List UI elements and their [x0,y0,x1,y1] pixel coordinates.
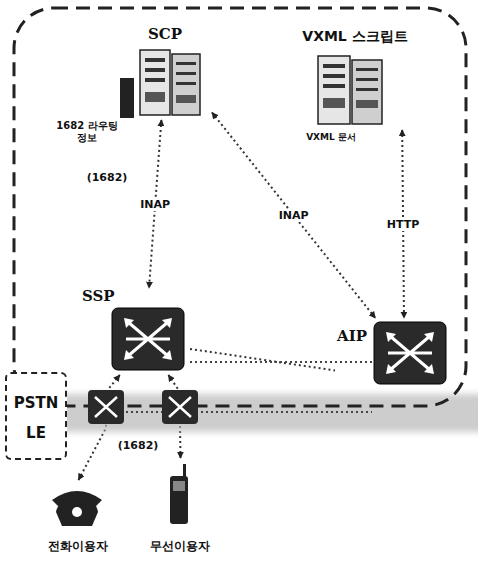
scp-server: SCP [120,26,212,120]
switch-icon [112,308,184,370]
ssp-switch: SSP [82,288,190,375]
server-rack [120,78,134,118]
node-label: SSP [82,288,115,305]
telephone-icon [52,491,102,526]
node-label: 전화이용자 [30,540,125,554]
node-label: SCP [120,26,210,43]
document-label: VXML 문서 [300,132,362,142]
pstn-le-box: PSTN LE [5,372,67,460]
edge-label: INAP [138,198,172,211]
vxml-server: VXML 스크립트 [290,26,422,130]
dotted-connector [79,375,120,480]
routing-info-label: 1682 라우팅 정보 [54,120,120,143]
dotted-connector [212,113,375,319]
switch-icon [162,390,198,424]
number-label: (1682) [114,440,162,453]
gray-band [55,394,478,432]
number-label: (1682) [82,172,132,185]
dotted-link [190,361,374,363]
dotted-connector [190,349,335,371]
switch-icon [374,322,446,384]
node-label: 무선이용자 [132,540,227,554]
aip-switch: AIP [335,318,450,388]
dotted-connector [168,375,180,458]
edge-label: HTTP [385,218,422,231]
edge-label: INAP [277,209,311,222]
mobile-phone-icon [170,464,188,524]
switch-icon [88,390,124,424]
server-icon [140,50,200,115]
server-icon [318,56,382,124]
dotted-link [126,411,372,413]
node-label: PSTN LE [7,388,65,448]
mobile-user: 무선이용자 [132,458,229,560]
network-region [14,8,466,406]
phone-user: 전화이용자 [30,480,127,560]
node-label: VXML 스크립트 [290,28,420,44]
node-label: AIP [337,328,367,345]
